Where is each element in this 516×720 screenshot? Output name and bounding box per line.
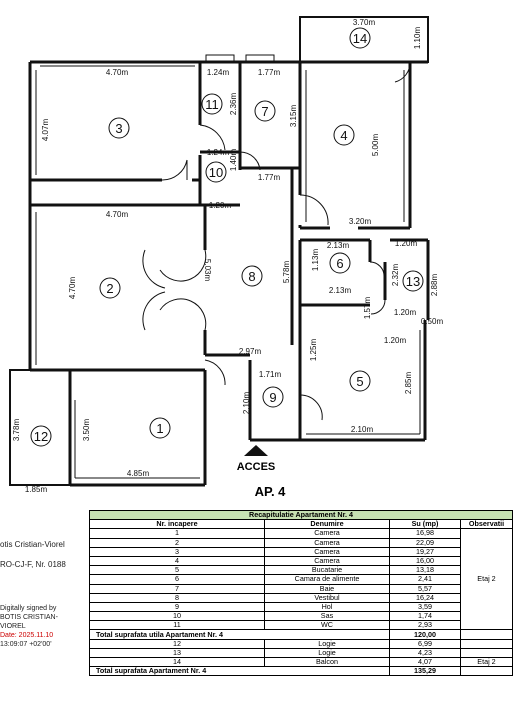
dimension-label: 2.10m xyxy=(242,392,251,415)
room-number: 3 xyxy=(115,121,122,136)
dimension-label: 5.78m xyxy=(282,261,291,284)
dimension-labels: 3.70m 1.10m 4.70m 1.24m 1.77m 4.07m 2.36… xyxy=(12,18,443,494)
dimension-label: 2.32m xyxy=(391,264,400,287)
dimension-label: 1.40m xyxy=(229,149,238,172)
dimension-label: 1.85m xyxy=(25,485,48,494)
digital-signature-line: VIOREL xyxy=(0,623,26,630)
recap-table: Recapitulatie Apartament Nr. 4 Nr. incap… xyxy=(89,509,513,677)
dimension-label: 1.24m xyxy=(207,68,230,77)
digital-signature-line: Digitally signed by xyxy=(0,605,57,612)
signature-date: Date: 2025.11.10 xyxy=(0,632,54,639)
room-number: 11 xyxy=(205,97,219,112)
header-observatii: Observatii xyxy=(460,519,513,530)
signature-time: 13:09:07 +02'00' xyxy=(0,641,52,648)
room-number: 14 xyxy=(353,31,367,46)
dimension-label: 1.20m xyxy=(209,201,232,210)
dimension-label: 1.77m xyxy=(258,173,281,182)
dimension-label: 5.00m xyxy=(371,134,380,157)
room-number: 7 xyxy=(261,104,268,119)
dimension-label: 1.57m xyxy=(363,297,372,320)
dimension-label: 4.70m xyxy=(106,210,129,219)
room-number: 5 xyxy=(356,374,363,389)
room-number: 1 xyxy=(156,421,163,436)
room-number: 2 xyxy=(106,281,113,296)
room-number: 6 xyxy=(336,256,343,271)
observatii-cell: Etaj 2 xyxy=(460,528,513,631)
dimension-label: 2.85m xyxy=(404,372,413,395)
dimension-label: 1.77m xyxy=(258,68,281,77)
room-number: 4 xyxy=(340,128,347,143)
apartment-label: AP. 4 xyxy=(255,484,287,499)
room-number: 12 xyxy=(34,429,48,444)
dimension-label: 2.13m xyxy=(329,286,352,295)
dimension-label: 2.13m xyxy=(327,241,350,250)
dimension-label: 2.10m xyxy=(351,425,374,434)
dimension-label: 4.85m xyxy=(127,469,150,478)
dimension-label: 1.20m xyxy=(384,336,407,345)
dimension-label: 1.71m xyxy=(259,370,282,379)
room-number: 9 xyxy=(269,390,276,405)
floor-plan: 3 2 4 11 7 10 8 6 13 5 9 1 12 14 3.70m 1… xyxy=(9,16,443,499)
room-labels: 3 2 4 11 7 10 8 6 13 5 9 1 12 14 xyxy=(30,27,424,447)
access-arrow-icon xyxy=(244,445,268,456)
dimension-label: 1.13m xyxy=(311,249,320,272)
room-number: 13 xyxy=(406,274,420,289)
dimension-label: 0.50m xyxy=(421,317,444,326)
dimension-label: 1.24m xyxy=(207,148,230,157)
dimension-label: 5.03m xyxy=(203,259,212,282)
dimension-label: 3.70m xyxy=(353,18,376,27)
dimension-label: 3.50m xyxy=(82,419,91,442)
dimension-label: 2.36m xyxy=(229,93,238,116)
dimension-label: 3.78m xyxy=(12,419,21,442)
digital-signature-line: BOTIS CRISTIAN- xyxy=(0,614,58,621)
dimension-label: 3.15m xyxy=(289,105,298,128)
registration-number: RO-CJ-F, Nr. 0188 xyxy=(0,560,66,569)
room-number: 8 xyxy=(248,269,255,284)
table-title: Recapitulatie Apartament Nr. 4 xyxy=(89,509,513,521)
dimension-label: 2.97m xyxy=(239,347,262,356)
access-label: ACCES xyxy=(237,461,276,473)
dimension-label: 1.10m xyxy=(413,27,422,50)
dimension-label: 3.20m xyxy=(349,217,372,226)
room-number: 10 xyxy=(209,165,223,180)
observatii-cell: Etaj 2 xyxy=(460,656,513,668)
dimension-label: 1.25m xyxy=(309,339,318,362)
dimension-label: 4.70m xyxy=(106,68,129,77)
dimension-label: 4.07m xyxy=(41,119,50,142)
dimension-label: 1.20m xyxy=(394,308,417,317)
dimension-label: 1.20m xyxy=(395,239,418,248)
engineer-name: otis Cristian-Viorel xyxy=(0,540,65,549)
dimension-label: 4.70m xyxy=(68,277,77,300)
dimension-label: 2.88m xyxy=(430,274,439,297)
